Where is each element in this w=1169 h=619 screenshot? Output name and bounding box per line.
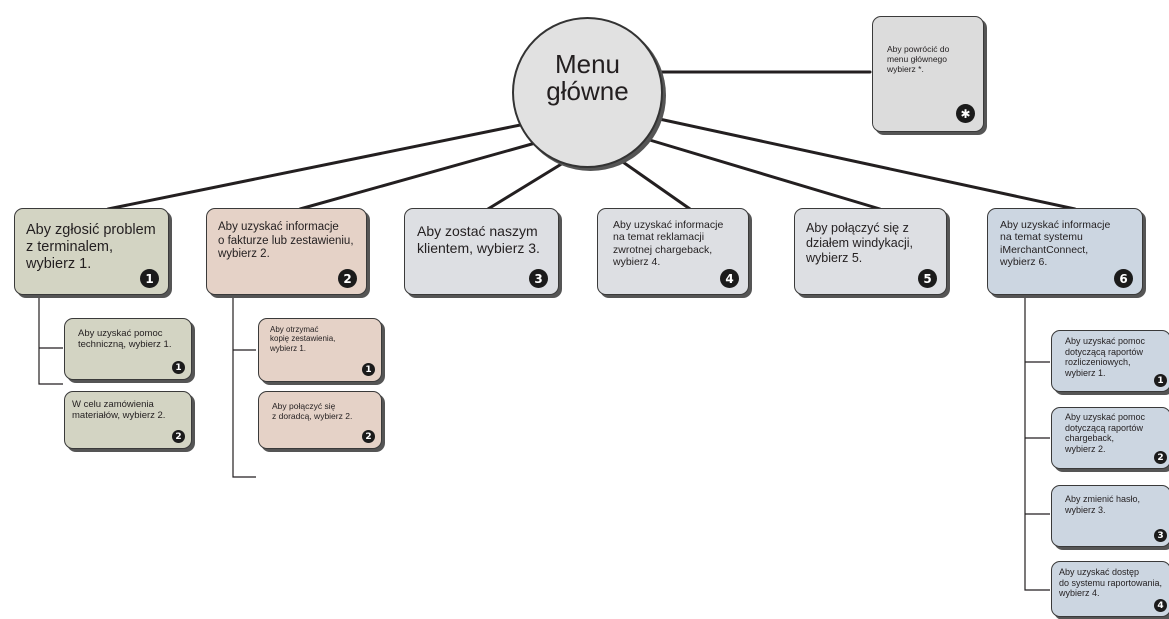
option-6-text: Aby uzyskać informacje na temat systemu … <box>1000 219 1111 269</box>
badge-1-icon: 1 <box>1154 374 1167 387</box>
return-note-text: Aby powrócić do menu głównego wybierz *. <box>887 44 950 75</box>
option-5-text: Aby połączyć się z działem windykacji, w… <box>806 221 913 265</box>
sub-1-2-box[interactable]: W celu zamówienia materiałów, wybierz 2.… <box>64 391 192 449</box>
badge-1-icon: 1 <box>172 361 185 374</box>
return-note: Aby powrócić do menu głównego wybierz *.… <box>872 16 984 132</box>
option-3-box[interactable]: Aby zostać naszym klientem, wybierz 3. 3 <box>404 208 559 295</box>
sub-6-1-text: Aby uzyskać pomoc dotyczącą raportów roz… <box>1065 336 1146 378</box>
badge-4-icon: 4 <box>1154 599 1167 612</box>
badge-1-icon: 1 <box>362 363 375 376</box>
option-4-box[interactable]: Aby uzyskać informacje na temat reklamac… <box>597 208 749 295</box>
sub-2-1-box[interactable]: Aby otrzymać kopię zestawienia, wybierz … <box>258 318 382 382</box>
sub-6-3-text: Aby zmienić hasło, wybierz 3. <box>1065 494 1141 515</box>
sub-2-1-text: Aby otrzymać kopię zestawienia, wybierz … <box>270 325 336 353</box>
sub-1-1-box[interactable]: Aby uzyskać pomoc techniczną, wybierz 1.… <box>64 318 192 380</box>
badge-5-icon: 5 <box>918 269 937 288</box>
badge-3-icon: 3 <box>529 269 548 288</box>
sub-6-2-box[interactable]: Aby uzyskać pomoc dotyczącą raportów cha… <box>1051 407 1169 469</box>
option-6-box[interactable]: Aby uzyskać informacje na temat systemu … <box>987 208 1143 295</box>
sub-1-1-text: Aby uzyskać pomoc techniczną, wybierz 1. <box>78 328 172 351</box>
main-menu-node: Menu główne <box>512 17 663 168</box>
sub-6-3-box[interactable]: Aby zmienić hasło, wybierz 3. 3 <box>1051 485 1169 547</box>
option-1-box[interactable]: Aby zgłosić problem z terminalem, wybier… <box>14 208 169 295</box>
sub-6-4-text: Aby uzyskać dostęp do systemu raportowan… <box>1059 567 1163 599</box>
sub-2-2-box[interactable]: Aby połączyć się z doradcą, wybierz 2. 2 <box>258 391 382 449</box>
badge-2-icon: 2 <box>172 430 185 443</box>
sub-2-2-text: Aby połączyć się z doradcą, wybierz 2. <box>272 401 353 422</box>
sub-6-1-box[interactable]: Aby uzyskać pomoc dotyczącą raportów roz… <box>1051 330 1169 392</box>
sub-6-2-text: Aby uzyskać pomoc dotyczącą raportów cha… <box>1065 412 1146 454</box>
asterisk-icon: ✱ <box>956 104 975 123</box>
badge-4-icon: 4 <box>720 269 739 288</box>
option-3-text: Aby zostać naszym klientem, wybierz 3. <box>417 223 540 256</box>
option-1-text: Aby zgłosić problem z terminalem, wybier… <box>26 222 156 273</box>
badge-2-icon: 2 <box>338 269 357 288</box>
option-2-box[interactable]: Aby uzyskać informacje o fakturze lub ze… <box>206 208 367 295</box>
badge-2-icon: 2 <box>362 430 375 443</box>
badge-6-icon: 6 <box>1114 269 1133 288</box>
option-2-text: Aby uzyskać informacje o fakturze lub ze… <box>218 221 354 261</box>
main-menu-label: Menu główne <box>546 49 629 107</box>
badge-2-icon: 2 <box>1154 451 1167 464</box>
option-4-text: Aby uzyskać informacje na temat reklamac… <box>613 219 724 269</box>
badge-3-icon: 3 <box>1154 529 1167 542</box>
sub-6-4-box[interactable]: Aby uzyskać dostęp do systemu raportowan… <box>1051 561 1169 617</box>
sub-1-2-text: W celu zamówienia materiałów, wybierz 2. <box>72 399 166 422</box>
option-5-box[interactable]: Aby połączyć się z działem windykacji, w… <box>794 208 947 295</box>
badge-1-icon: 1 <box>140 269 159 288</box>
